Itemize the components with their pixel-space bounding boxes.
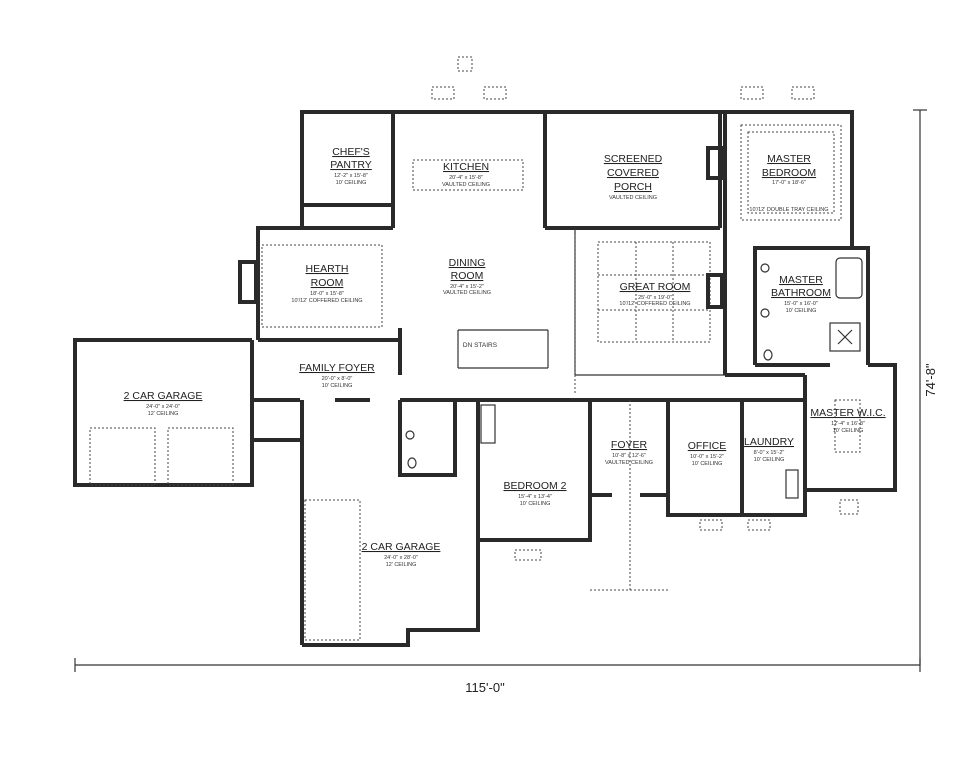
svg-text:BEDROOM 2: BEDROOM 2 xyxy=(503,480,566,492)
svg-text:10'-0" x 15'-2": 10'-0" x 15'-2" xyxy=(690,454,724,460)
svg-text:24'-0" x 28'-0": 24'-0" x 28'-0" xyxy=(384,555,418,561)
overall-width-label: 115'-0" xyxy=(465,680,505,695)
svg-text:20'-4" x 15'-8": 20'-4" x 15'-8" xyxy=(449,175,483,181)
room-hearth-room: HEARTH ROOM 18'-0" x 15'-8" 10'/12' COFF… xyxy=(291,263,362,304)
room-screened-covered-porch: SCREENED COVERED PORCH VAULTED CEILING xyxy=(604,153,663,201)
toilet-icon xyxy=(407,457,417,469)
sink-icon xyxy=(760,308,770,318)
svg-text:10' CEILING: 10' CEILING xyxy=(786,308,817,314)
svg-text:LAUNDRY: LAUNDRY xyxy=(744,436,794,448)
svg-text:10'/12' DOUBLE TRAY CEILING: 10'/12' DOUBLE TRAY CEILING xyxy=(749,207,828,213)
room-garage-1: 2 CAR GARAGE 24'-0" x 24'-0" 12' CEILING xyxy=(124,390,203,417)
svg-text:KITCHEN: KITCHEN xyxy=(443,161,489,173)
svg-text:OFFICE: OFFICE xyxy=(688,440,727,452)
svg-text:COVERED: COVERED xyxy=(607,167,659,179)
svg-text:18'-0" x 15'-8": 18'-0" x 15'-8" xyxy=(310,291,344,297)
svg-text:8'-0" x 15'-2": 8'-0" x 15'-2" xyxy=(754,450,785,456)
svg-text:HEARTH: HEARTH xyxy=(306,263,349,275)
fireplace-icon xyxy=(706,273,724,309)
dimension-lines xyxy=(74,109,927,672)
svg-text:GREAT ROOM: GREAT ROOM xyxy=(620,281,691,293)
svg-text:ROOM: ROOM xyxy=(311,277,344,289)
svg-text:CHEF'S: CHEF'S xyxy=(332,146,370,158)
room-master-bathroom: MASTER BATHROOM 15'-0" x 16'-0" 10' CEIL… xyxy=(771,274,831,314)
walls xyxy=(73,110,897,647)
svg-text:10'-8" x 12'-6": 10'-8" x 12'-6" xyxy=(612,453,646,459)
svg-text:12'-2" x 15'-8": 12'-2" x 15'-8" xyxy=(334,173,368,179)
svg-text:BATHROOM: BATHROOM xyxy=(771,287,831,299)
svg-text:15'-4" x 13'-4": 15'-4" x 13'-4" xyxy=(518,494,552,500)
svg-text:DINING: DINING xyxy=(449,257,486,269)
svg-text:12' CEILING: 12' CEILING xyxy=(386,562,417,568)
svg-text:12'-4" x 16'-8": 12'-4" x 16'-8" xyxy=(831,421,865,427)
bathtub-icon xyxy=(835,257,863,299)
svg-text:10' CEILING: 10' CEILING xyxy=(322,383,353,389)
svg-text:FAMILY FOYER: FAMILY FOYER xyxy=(299,362,375,374)
svg-text:2 CAR GARAGE: 2 CAR GARAGE xyxy=(124,390,203,402)
svg-text:FOYER: FOYER xyxy=(611,439,648,451)
room-great-room: GREAT ROOM 25'-0" x 19'-0" 10'/12' COFFE… xyxy=(619,281,690,307)
svg-text:20'-4" x 15'-2": 20'-4" x 15'-2" xyxy=(450,284,484,290)
svg-text:VAULTED CEILING: VAULTED CEILING xyxy=(443,290,491,296)
room-foyer: FOYER 10'-8" x 12'-6" VAULTED CEILING xyxy=(605,439,653,466)
fireplace-icon xyxy=(238,260,258,304)
fixtures xyxy=(238,146,863,499)
sink-icon xyxy=(405,430,415,440)
svg-text:10' CEILING: 10' CEILING xyxy=(692,461,723,467)
svg-text:PANTRY: PANTRY xyxy=(330,159,372,171)
room-master-wic: MASTER W.I.C. 12'-4" x 16'-8" 10' CEILIN… xyxy=(810,407,885,434)
svg-text:VAULTED CEILING: VAULTED CEILING xyxy=(609,195,657,201)
bathtub-icon xyxy=(480,404,496,444)
svg-text:PORCH: PORCH xyxy=(614,181,652,193)
svg-text:10' CEILING: 10' CEILING xyxy=(833,428,864,434)
svg-text:10'/12' COFFERED CEILING: 10'/12' COFFERED CEILING xyxy=(619,301,690,307)
room-bedroom-2: BEDROOM 2 15'-4" x 13'-4" 10' CEILING xyxy=(503,480,566,507)
room-laundry: LAUNDRY 8'-0" x 15'-2" 10' CEILING xyxy=(744,436,794,463)
svg-text:15'-0" x 16'-0": 15'-0" x 16'-0" xyxy=(784,301,818,307)
room-garage-2: 2 CAR GARAGE 24'-0" x 28'-0" 12' CEILING xyxy=(362,541,441,568)
svg-text:12' CEILING: 12' CEILING xyxy=(148,411,179,417)
svg-text:ROOM: ROOM xyxy=(451,270,484,282)
svg-text:10'/12' COFFERED CEILING: 10'/12' COFFERED CEILING xyxy=(291,298,362,304)
svg-text:10' CEILING: 10' CEILING xyxy=(754,457,785,463)
svg-text:VAULTED CEILING: VAULTED CEILING xyxy=(442,182,490,188)
svg-text:20'-0" x 8'-0": 20'-0" x 8'-0" xyxy=(322,376,353,382)
room-chefs-pantry: CHEF'S PANTRY 12'-2" x 15'-8" 10' CEILIN… xyxy=(330,146,372,186)
room-dining-room: DINING ROOM 20'-4" x 15'-2" VAULTED CEIL… xyxy=(443,257,491,296)
ceiling-outlines xyxy=(89,124,861,641)
room-master-bedroom: MASTER BEDROOM 17'-0" x 18'-6" 10'/12' D… xyxy=(749,153,828,213)
overall-depth-label: 74'-8" xyxy=(923,363,938,397)
svg-text:VAULTED CEILING: VAULTED CEILING xyxy=(605,460,653,466)
svg-text:10' CEILING: 10' CEILING xyxy=(336,180,367,186)
stairs-label: DN STAIRS xyxy=(463,342,498,349)
room-office: OFFICE 10'-0" x 15'-2" 10' CEILING xyxy=(688,440,727,467)
toilet-icon xyxy=(763,349,773,361)
svg-text:17'-0" x 18'-6": 17'-0" x 18'-6" xyxy=(772,180,806,186)
washer-dryer-icon xyxy=(785,469,799,499)
svg-text:10' CEILING: 10' CEILING xyxy=(520,501,551,507)
room-kitchen: KITCHEN 20'-4" x 15'-8" VAULTED CEILING xyxy=(442,161,490,188)
svg-text:MASTER W.I.C.: MASTER W.I.C. xyxy=(810,407,885,419)
svg-text:MASTER: MASTER xyxy=(767,153,811,165)
svg-text:BEDROOM: BEDROOM xyxy=(762,167,816,179)
svg-text:MASTER: MASTER xyxy=(779,274,823,286)
room-family-foyer: FAMILY FOYER 20'-0" x 8'-0" 10' CEILING xyxy=(299,362,375,389)
svg-text:25'-0" x 19'-0": 25'-0" x 19'-0" xyxy=(638,295,672,301)
svg-text:SCREENED: SCREENED xyxy=(604,153,663,165)
sink-icon xyxy=(760,263,770,273)
fireplace-icon xyxy=(706,146,724,180)
svg-text:24'-0" x 24'-0": 24'-0" x 24'-0" xyxy=(146,404,180,410)
svg-text:2 CAR GARAGE: 2 CAR GARAGE xyxy=(362,541,441,553)
shower-icon xyxy=(829,322,861,352)
exterior-posts xyxy=(431,56,859,561)
